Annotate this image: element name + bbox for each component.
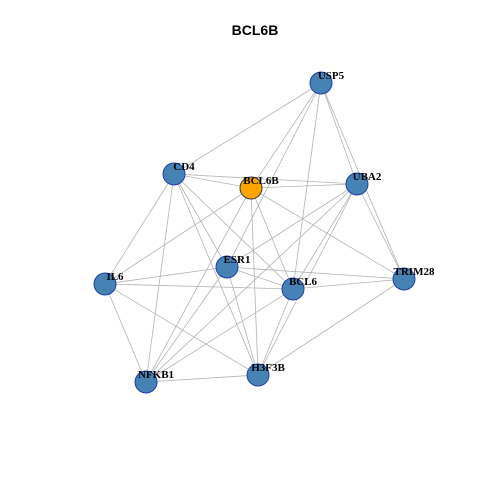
node-label-bcl6b: BCL6B	[243, 175, 279, 187]
edge-uba2-h3f3b	[257, 183, 358, 376]
node-usp5	[309, 71, 333, 95]
edge-cd4-uba2	[173, 173, 358, 185]
edge-esr1-il6	[104, 266, 228, 285]
edge-bcl6b-uba2	[250, 183, 358, 189]
node-il6	[93, 272, 117, 296]
node-cd4	[162, 162, 186, 186]
edge-esr1-bcl6	[226, 266, 294, 290]
edge-cd4-bcl6b	[173, 173, 252, 189]
node-trim28	[392, 267, 416, 291]
edge-bcl6-h3f3b	[257, 288, 294, 376]
edge-esr1-nfkb1	[145, 266, 228, 383]
edge-cd4-h3f3b	[173, 173, 259, 376]
edge-nfkb1-h3f3b	[145, 374, 259, 383]
edge-trim28-h3f3b	[257, 278, 405, 376]
edge-bcl6-nfkb1	[145, 288, 294, 383]
edge-bcl6b-trim28	[250, 187, 405, 280]
edge-usp5-uba2	[320, 82, 358, 185]
node-label-uba2: UBA2	[353, 171, 382, 183]
node-label-usp5: USP5	[318, 70, 345, 82]
node-label-cd4: CD4	[173, 161, 195, 173]
edge-uba2-trim28	[356, 183, 405, 280]
edge-layer	[104, 82, 405, 383]
edge-cd4-nfkb1	[145, 173, 175, 383]
node-label-bcl6: BCL6	[289, 276, 318, 288]
edge-il6-h3f3b	[104, 283, 259, 376]
edge-uba2-nfkb1	[145, 183, 358, 383]
node-label-il6: IL6	[106, 271, 124, 283]
edge-uba2-esr1	[226, 183, 358, 268]
node-label-nfkb1: NFKB1	[138, 369, 174, 381]
node-layer	[93, 71, 416, 394]
node-uba2	[345, 172, 369, 196]
edge-cd4-esr1	[173, 173, 228, 268]
edge-bcl6b-il6	[104, 187, 252, 285]
figure-title: BCL6B	[232, 22, 279, 38]
node-bcl6	[281, 277, 305, 301]
node-label-h3f3b: H3F3B	[251, 362, 285, 374]
edge-cd4-il6	[104, 173, 175, 285]
edge-usp5-bcl6b	[250, 82, 322, 189]
edge-il6-bcl6	[104, 283, 294, 290]
node-bcl6b	[239, 176, 263, 200]
edge-usp5-cd4	[173, 82, 322, 175]
node-esr1	[215, 255, 239, 279]
edge-bcl6b-nfkb1	[145, 187, 252, 383]
edge-bcl6b-h3f3b	[250, 187, 259, 376]
edge-usp5-esr1	[226, 82, 322, 268]
edge-bcl6-trim28	[292, 278, 405, 290]
edge-il6-nfkb1	[104, 283, 147, 383]
node-h3f3b	[246, 363, 270, 387]
edge-esr1-trim28	[226, 266, 405, 280]
node-label-trim28: TRIM28	[394, 266, 435, 278]
edge-uba2-bcl6	[292, 183, 358, 290]
node-nfkb1	[134, 370, 158, 394]
node-label-esr1: ESR1	[224, 254, 251, 266]
